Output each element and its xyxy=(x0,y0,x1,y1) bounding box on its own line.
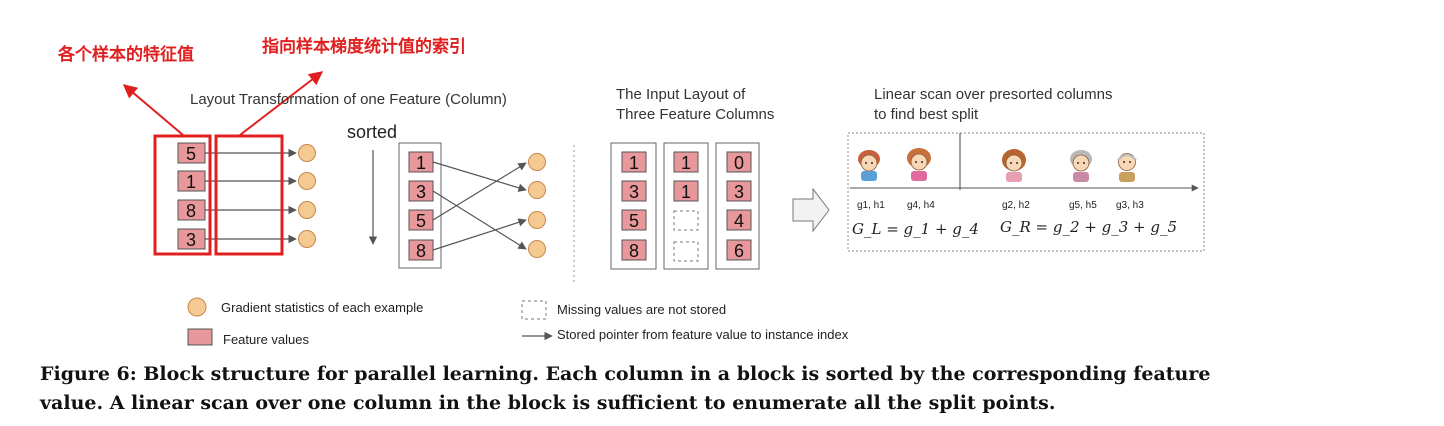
girl-icon xyxy=(907,148,931,181)
pointer-line xyxy=(432,190,527,250)
panel1-sorted-block: 1 3 5 8 xyxy=(398,142,546,269)
gradient-circle xyxy=(528,211,546,229)
woman-icon xyxy=(1002,149,1026,182)
gradient-circle xyxy=(298,230,316,248)
annotation-arrow-left xyxy=(122,84,184,136)
pointer-line xyxy=(432,161,527,192)
block-frame xyxy=(398,142,442,269)
panel1-unsorted-column: 5 1 8 3 xyxy=(153,134,316,256)
caption-line-2: value. A linear scan over one column in … xyxy=(40,392,1056,414)
caption-line-1: Figure 6: Block structure for parallel l… xyxy=(40,363,1211,385)
feature-value: 1 xyxy=(629,153,639,173)
panel3-title-line1: Linear scan over presorted columns xyxy=(874,86,1112,103)
gradient-circle xyxy=(298,144,316,162)
feature-cell xyxy=(726,239,752,261)
annotation-feature-values: 各个样本的特征值 xyxy=(57,44,194,64)
annotation-arrow-right xyxy=(239,71,324,136)
panel2-block-1: 1 3 5 8 xyxy=(610,142,657,270)
feature-cell xyxy=(726,151,752,173)
gradient-circle xyxy=(528,153,546,171)
left-gradient-sum-formula: G_L = g_1 + g_4 xyxy=(852,220,979,238)
feature-cell xyxy=(621,180,647,202)
gradient-label: g1, h1 xyxy=(857,200,885,211)
feature-value: 0 xyxy=(734,153,744,173)
feature-cell xyxy=(673,180,699,202)
feature-legend-label: Feature values xyxy=(223,332,309,347)
gradient-circle xyxy=(528,181,546,199)
grandfather-icon xyxy=(1117,153,1137,182)
feature-value: 4 xyxy=(734,211,744,231)
panel2-title-line2: Three Feature Columns xyxy=(616,106,774,123)
feature-value: 6 xyxy=(734,241,744,261)
feature-value: 1 xyxy=(416,153,426,173)
panel1-title: Layout Transformation of one Feature (Co… xyxy=(190,91,507,108)
gradient-label: g2, h2 xyxy=(1002,200,1030,211)
missing-legend-label: Missing values are not stored xyxy=(557,302,726,317)
feature-legend-swatch xyxy=(187,328,213,346)
linear-scan-panel: g1, h1 g4, h4 g2, h2 g5, h5 g3, h3 G_L =… xyxy=(847,132,1205,252)
figure-caption: Figure 6: Block structure for parallel l… xyxy=(40,360,1420,418)
panel2-block-2: 1 1 xyxy=(663,142,709,270)
feature-value: 3 xyxy=(186,230,196,250)
gradient-label: g5, h5 xyxy=(1069,200,1097,211)
feature-value: 8 xyxy=(186,201,196,221)
feature-value: 3 xyxy=(416,182,426,202)
block-frame xyxy=(663,142,709,270)
right-gradient-sum-formula: G_R = g_2 + g_3 + g_5 xyxy=(1000,218,1177,236)
feature-cell xyxy=(177,170,206,192)
missing-cell xyxy=(673,210,699,231)
feature-cell xyxy=(177,142,206,164)
highlight-index-pointers xyxy=(214,134,284,256)
feature-value: 5 xyxy=(416,211,426,231)
block-structure-diagram: 各个样本的特征值 指向样本梯度统计值的索引 Layout Transformat… xyxy=(57,36,1205,347)
feature-cell xyxy=(621,239,647,261)
child-boy-icon xyxy=(858,150,880,181)
sorted-label: sorted xyxy=(347,122,397,142)
legend: Gradient statistics of each example Feat… xyxy=(187,297,849,347)
feature-cell xyxy=(621,209,647,231)
feature-cell xyxy=(177,199,206,221)
pointer-line xyxy=(432,218,527,251)
feature-value: 3 xyxy=(629,182,639,202)
feature-value: 1 xyxy=(186,172,196,192)
gradient-legend-swatch xyxy=(187,297,207,317)
annotation-index-pointers: 指向样本梯度统计值的索引 xyxy=(262,36,466,56)
grandmother-icon xyxy=(1070,150,1092,182)
gradient-circle xyxy=(528,240,546,258)
scan-frame xyxy=(847,132,1205,252)
pointer-line xyxy=(432,162,527,221)
feature-cell xyxy=(177,228,206,250)
block-frame xyxy=(610,142,657,270)
feature-value: 5 xyxy=(186,144,196,164)
feature-value: 8 xyxy=(629,241,639,261)
panel2-block-3: 0 3 4 6 xyxy=(715,142,760,270)
gradient-circle xyxy=(298,172,316,190)
gradient-legend-label: Gradient statistics of each example xyxy=(221,300,423,315)
panel2-title-line1: The Input Layout of xyxy=(616,86,746,103)
feature-value: 8 xyxy=(416,241,426,261)
feature-value: 1 xyxy=(681,182,691,202)
feature-value: 3 xyxy=(734,182,744,202)
missing-legend-swatch xyxy=(521,300,547,320)
pointer-legend-label: Stored pointer from feature value to ins… xyxy=(557,327,849,342)
gradient-label: g4, h4 xyxy=(907,200,935,211)
feature-cell xyxy=(726,209,752,231)
missing-cell xyxy=(673,241,699,262)
feature-cell xyxy=(621,151,647,173)
feature-cell xyxy=(673,151,699,173)
block-arrow-icon xyxy=(792,187,830,233)
gradient-circle xyxy=(298,201,316,219)
gradient-label: g3, h3 xyxy=(1116,200,1144,211)
feature-value: 5 xyxy=(629,211,639,231)
feature-value: 1 xyxy=(681,153,691,173)
feature-cell xyxy=(726,180,752,202)
highlight-feature-values xyxy=(153,134,212,256)
block-frame xyxy=(715,142,760,270)
panel3-title-line2: to find best split xyxy=(874,106,979,123)
